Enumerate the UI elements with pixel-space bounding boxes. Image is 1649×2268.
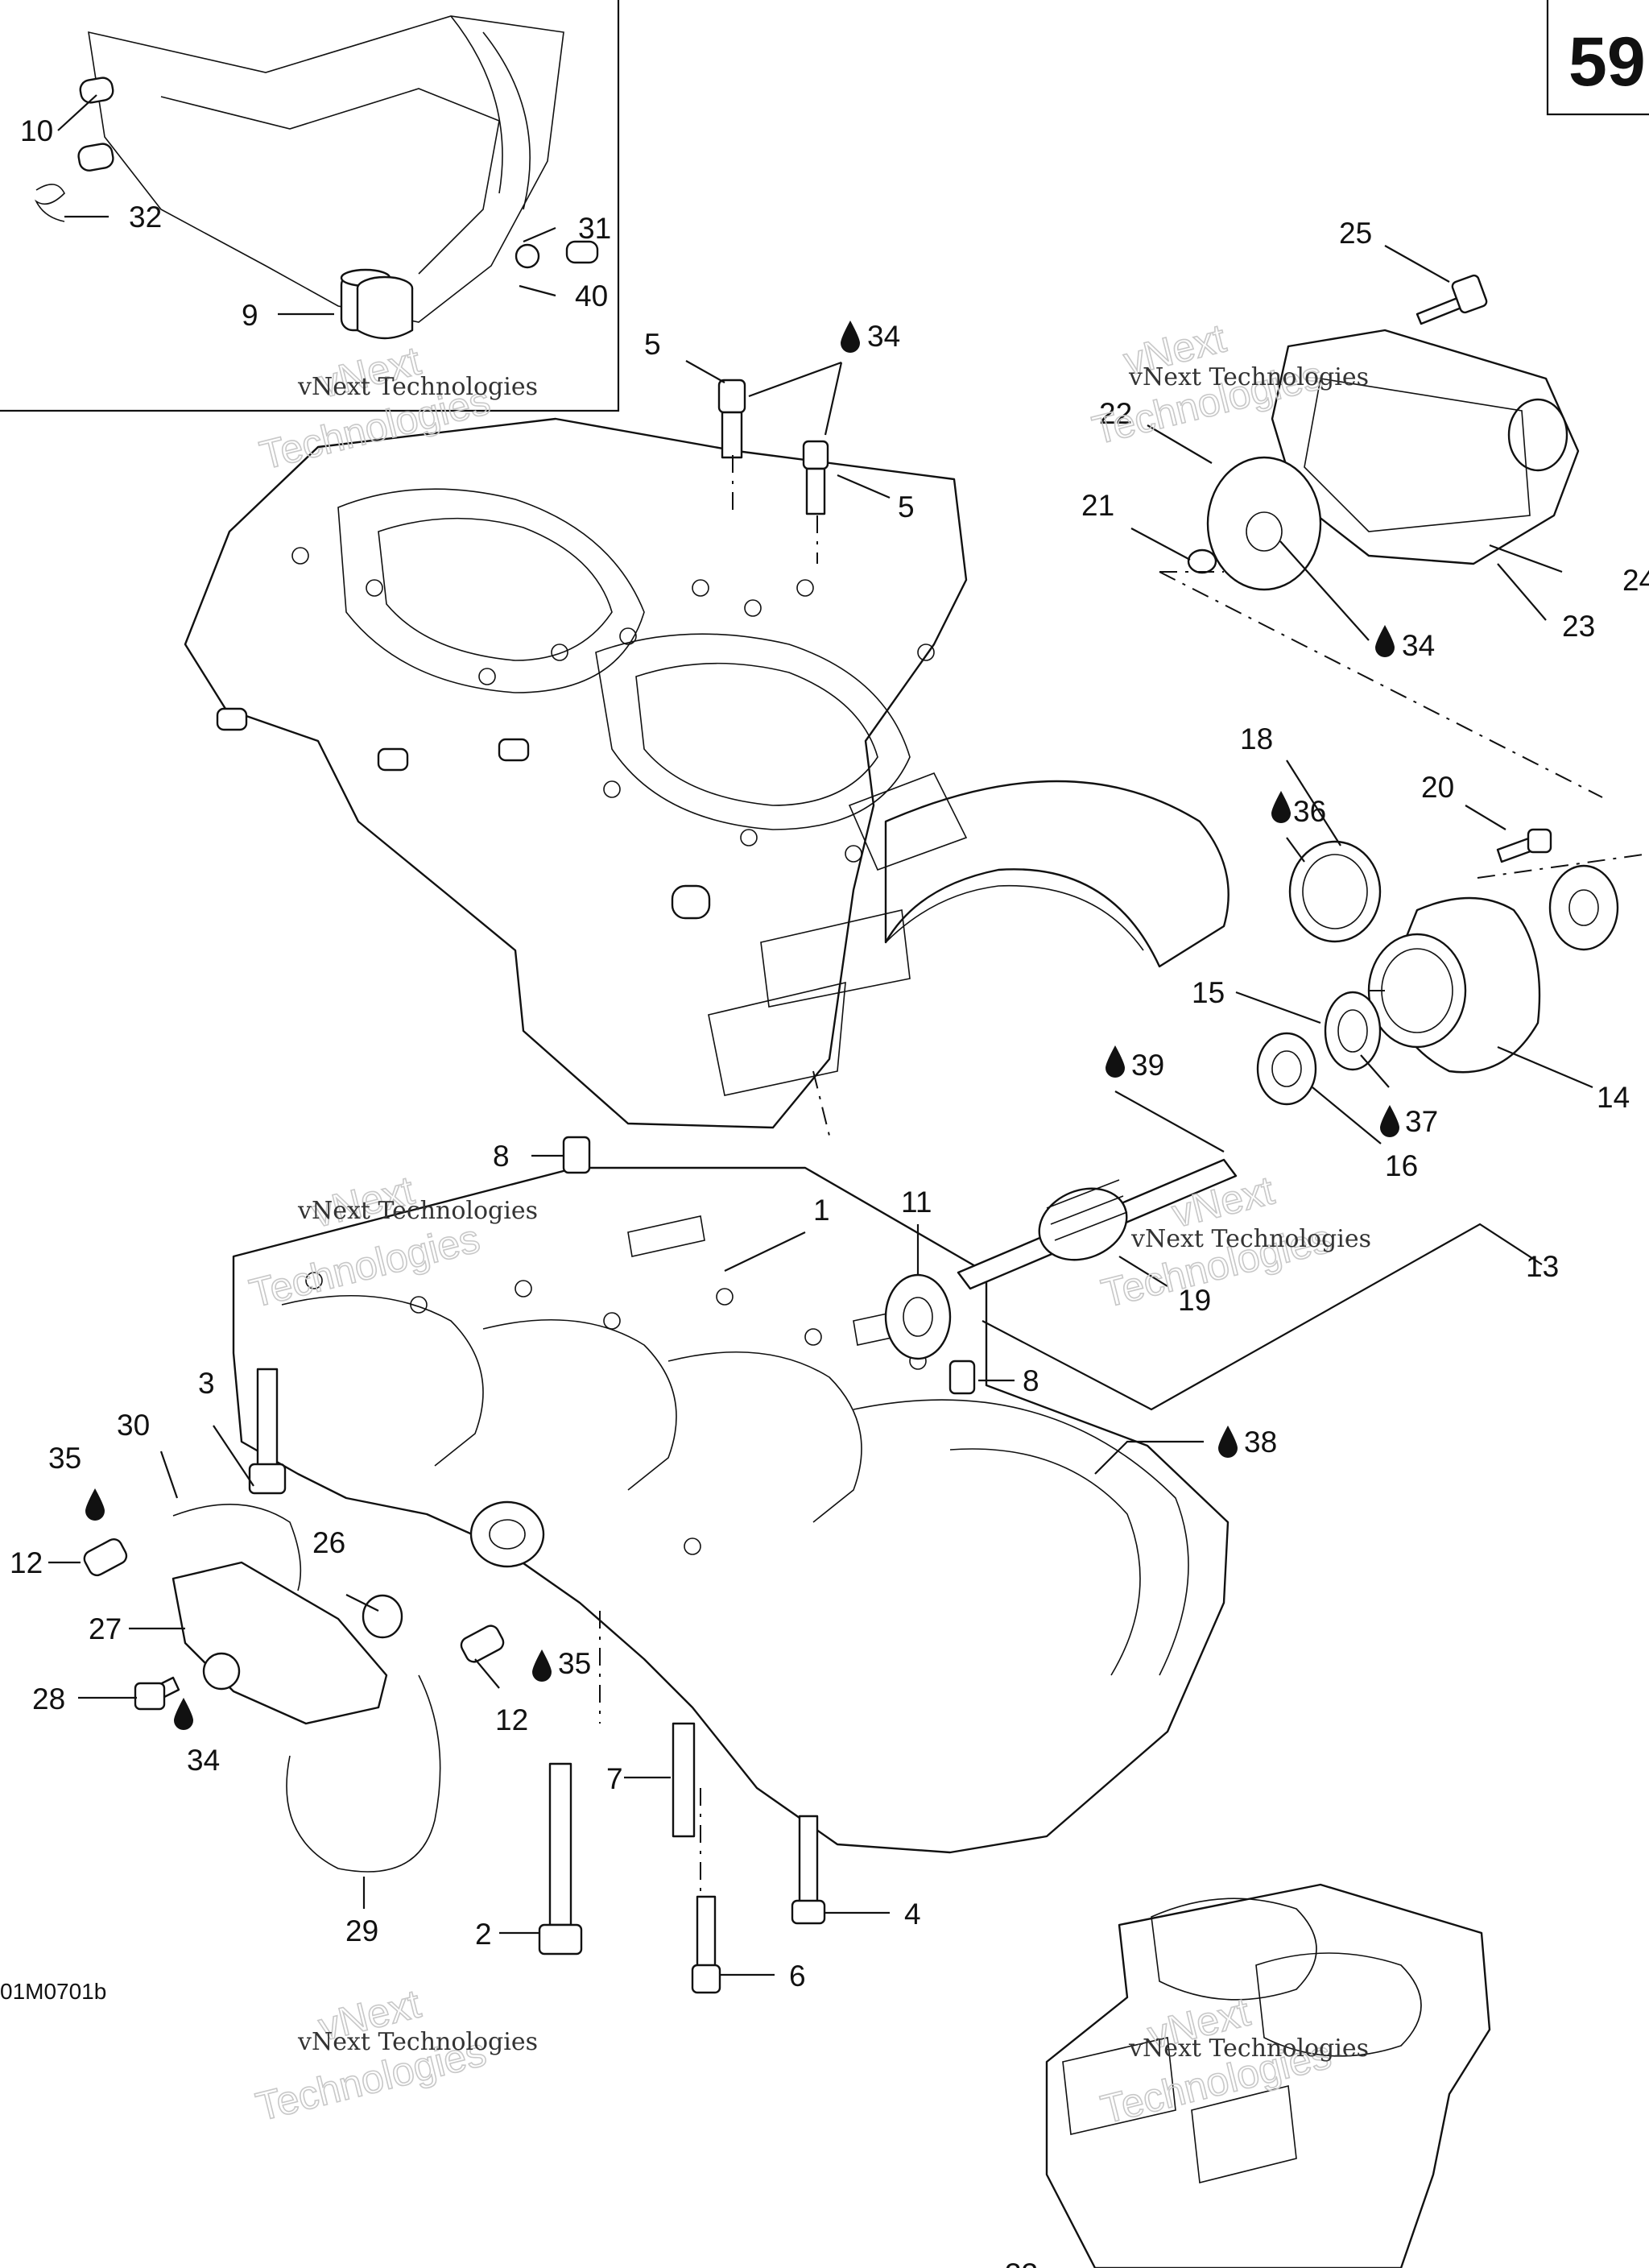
callout-label: 12 [495, 1703, 528, 1736]
oil-drop-icons [85, 321, 1399, 1730]
watermark-text: vNext Technologies [297, 373, 538, 401]
callout-label: 31 [578, 212, 611, 245]
page-number: 59 [1568, 23, 1646, 101]
callout-label: 22 [1099, 397, 1132, 430]
callout-label: 24 [1622, 564, 1649, 597]
callout-label: 4 [904, 1898, 921, 1931]
callout-label: 33 [1005, 2258, 1038, 2268]
small-parts [83, 274, 1619, 1994]
upper-crankcase [184, 417, 1230, 1129]
callout-label: 28 [32, 1682, 65, 1715]
callout-label: 13 [1526, 1250, 1559, 1283]
callout-label: 1 [813, 1194, 830, 1227]
oil-drop-icon [1380, 1105, 1399, 1137]
watermark: vNext Technologies vNext Technologies [1097, 1167, 1371, 1317]
callout-label: 19 [1178, 1284, 1211, 1317]
oil-drop-icon [1271, 791, 1291, 823]
callout-label: 36 [1293, 795, 1326, 828]
oil-drop-icon [841, 321, 860, 353]
callout-label: 21 [1081, 489, 1114, 522]
engine-thumbnail [1045, 1883, 1491, 2268]
callout-label: 8 [493, 1140, 510, 1173]
callout-label: 2 [475, 1918, 492, 1951]
callout-label: 3 [198, 1367, 215, 1400]
oil-drop-icon [532, 1649, 552, 1682]
callouts-lower: 3 30 35 12 26 27 28 34 35 12 7 4 29 2 6 … [10, 1367, 1038, 2268]
lower-crankcase [232, 1166, 1230, 1854]
callout-label: 18 [1240, 722, 1273, 755]
callout-label: 10 [20, 114, 53, 147]
drawing-code: 01M0701b [0, 1979, 106, 2004]
watermark: vNext Technologies vNext Technologies [251, 1980, 538, 2130]
callout-label: 30 [117, 1409, 150, 1442]
leader-lines [48, 94, 1649, 1976]
callout-label: 12 [10, 1546, 43, 1579]
callout-label: 15 [1192, 976, 1225, 1009]
callout-label: 9 [242, 299, 258, 332]
callout-label: 11 [901, 1186, 932, 1219]
watermark-text: vNext Technologies [297, 2028, 538, 2056]
callout-label: 32 [129, 201, 162, 234]
callout-label: 34 [867, 320, 900, 353]
callout-label: 34 [1402, 629, 1435, 662]
oil-drop-icon [1106, 1045, 1125, 1078]
oil-drop-icon [174, 1698, 193, 1730]
callout-label: 6 [789, 1960, 806, 1993]
callout-label: 5 [898, 490, 915, 524]
callout-label: 26 [312, 1526, 345, 1559]
oil-drop-icon [1375, 625, 1395, 657]
callout-label: 34 [187, 1744, 220, 1777]
callout-label: 27 [89, 1612, 122, 1645]
callouts-upper: 5 34 5 25 22 21 24 23 34 18 36 20 15 14 … [493, 217, 1649, 1459]
callout-label: 37 [1405, 1105, 1438, 1138]
callouts-inset: 10 32 31 40 9 [20, 114, 611, 332]
oil-drop-icon [1218, 1426, 1238, 1458]
callout-label: 29 [345, 1914, 378, 1947]
watermark-text: vNext Technologies [297, 1197, 538, 1225]
callout-label: 8 [1023, 1364, 1039, 1397]
callout-label: 38 [1244, 1426, 1277, 1459]
callout-label: 23 [1562, 610, 1595, 643]
callout-label: 39 [1131, 1049, 1164, 1082]
callout-label: 7 [606, 1762, 623, 1795]
page-number-box: 59 [1546, 0, 1649, 116]
callout-label: 40 [575, 279, 608, 312]
oil-drop-icon [85, 1488, 105, 1521]
watermark-text: vNext Technologies [1130, 1225, 1371, 1253]
callout-label: 35 [48, 1442, 81, 1475]
watermark-text: vNext Technologies [1128, 2034, 1369, 2063]
callout-label: 20 [1421, 771, 1454, 804]
inset-detail-box [0, 0, 620, 412]
callout-label: 25 [1339, 217, 1372, 250]
callout-label: 5 [644, 328, 661, 361]
callout-label: 14 [1597, 1081, 1630, 1114]
watermark-text: vNext Technologies [1128, 363, 1369, 391]
callout-label: 35 [558, 1647, 591, 1680]
callout-label: 16 [1385, 1149, 1418, 1182]
